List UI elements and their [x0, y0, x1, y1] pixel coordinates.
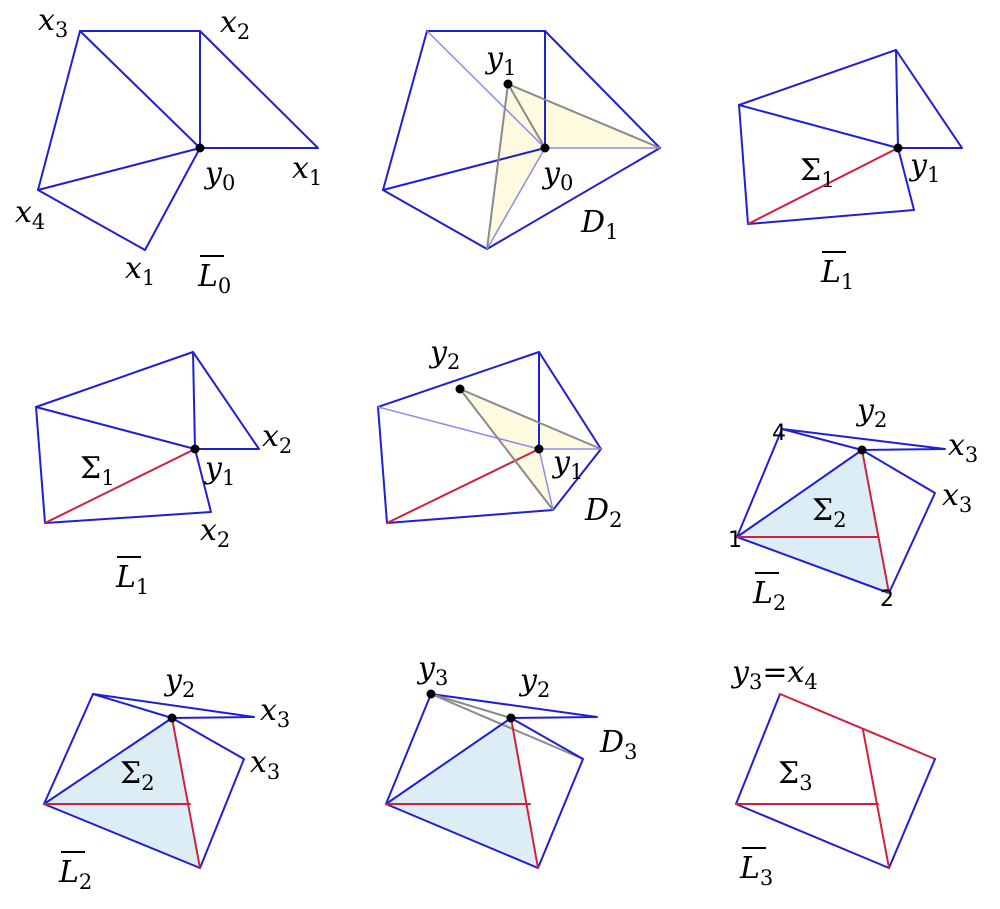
y1-vertex [534, 444, 544, 454]
label-d3: D3 [599, 725, 637, 764]
panel-l1-top: Σ1 y1 L1 [738, 49, 963, 294]
panel-l0: x3 x2 y0 x1 x4 x1 L0 [15, 3, 322, 298]
label-y2: y2 [163, 663, 195, 702]
label-x1-right: x1 [292, 151, 322, 190]
panel-d1: y1 y0 D1 [382, 30, 661, 250]
label-l2: L2 [752, 576, 786, 615]
sigma2-fill [386, 718, 538, 868]
y0-vertex [540, 143, 550, 153]
label-x2-bottom: x2 [200, 513, 230, 552]
panel-l2-top-edges [736, 428, 946, 594]
panel-l2-bottom: y2 x3 x3 Σ2 L2 [43, 663, 290, 894]
sigma2-red-edges [736, 449, 890, 594]
y1-vertex [893, 143, 903, 153]
y0-vertex [195, 143, 205, 153]
label-d1: D1 [580, 205, 618, 244]
label-x3: x3 [38, 3, 68, 42]
sigma1-edge [44, 448, 196, 524]
vertex-number-1: 1 [728, 528, 742, 553]
label-y2: y2 [428, 335, 460, 374]
y2-vertex [455, 384, 465, 394]
panel-l2-bottom-edges [43, 693, 255, 869]
sigma2-fill [737, 450, 889, 593]
label-x2-right: x2 [262, 419, 292, 458]
label-y1: y1 [484, 41, 516, 80]
label-y3: y3 [416, 651, 448, 690]
label-x3-right: x3 [250, 745, 280, 784]
panel-l3: y3=x4 Σ3 L3 [730, 655, 936, 890]
label-sigma2: Σ2 [120, 756, 155, 795]
label-y3-equals-x4: y3=x4 [730, 655, 818, 694]
label-l0: L0 [197, 259, 231, 298]
label-y1: y1 [203, 451, 235, 490]
y2-vertex [857, 445, 867, 455]
panel-d2: y2 y1 D2 [377, 335, 622, 532]
y2-vertex [167, 713, 177, 723]
y1-vertex [503, 79, 513, 89]
sigma2-red-edges [43, 717, 201, 869]
label-l2: L2 [58, 855, 92, 894]
label-y2: y2 [855, 393, 887, 432]
label-d2: D2 [584, 493, 622, 532]
y3-vertex [426, 689, 436, 699]
panel-l1-bottom-edges [35, 351, 260, 524]
panel-d3-edges [385, 693, 598, 869]
panel-l0-edges [37, 30, 319, 251]
label-sigma1: Σ1 [800, 153, 835, 192]
panel-d3: y3 y2 D3 [385, 651, 637, 869]
label-l1: L1 [115, 560, 149, 599]
label-sigma2: Σ2 [812, 493, 847, 532]
panel-l3-edges [735, 693, 936, 869]
label-l3: L3 [739, 851, 773, 890]
label-y1: y1 [908, 148, 940, 187]
panel-l2-top: 4 1 2 y2 x3 x3 Σ2 L2 [728, 393, 978, 615]
y2-vertex [506, 713, 516, 723]
label-x2: x2 [220, 5, 250, 44]
d2-fill [460, 389, 601, 510]
label-y1: y1 [551, 445, 583, 484]
panel-l1-top-edges [738, 49, 963, 225]
label-sigma1: Σ1 [80, 451, 115, 490]
label-y2: y2 [518, 663, 550, 702]
label-y0: y0 [203, 156, 235, 195]
y1-vertex [190, 444, 200, 454]
sigma1-edge [747, 147, 899, 225]
label-l1: L1 [820, 255, 854, 294]
vertex-number-2: 2 [880, 587, 894, 612]
panel-l1-bottom: Σ1 x2 y1 x2 L1 [35, 351, 292, 599]
label-y0: y0 [541, 156, 573, 195]
label-x4: x4 [15, 195, 45, 234]
label-x3-top: x3 [948, 428, 978, 467]
label-sigma3: Σ3 [778, 756, 813, 795]
sigma2-fill [44, 718, 200, 868]
vertex-number-4: 4 [772, 421, 786, 446]
label-x3-right: x3 [942, 478, 972, 517]
label-x1-bottom: x1 [125, 251, 155, 290]
label-x3-top: x3 [260, 693, 290, 732]
